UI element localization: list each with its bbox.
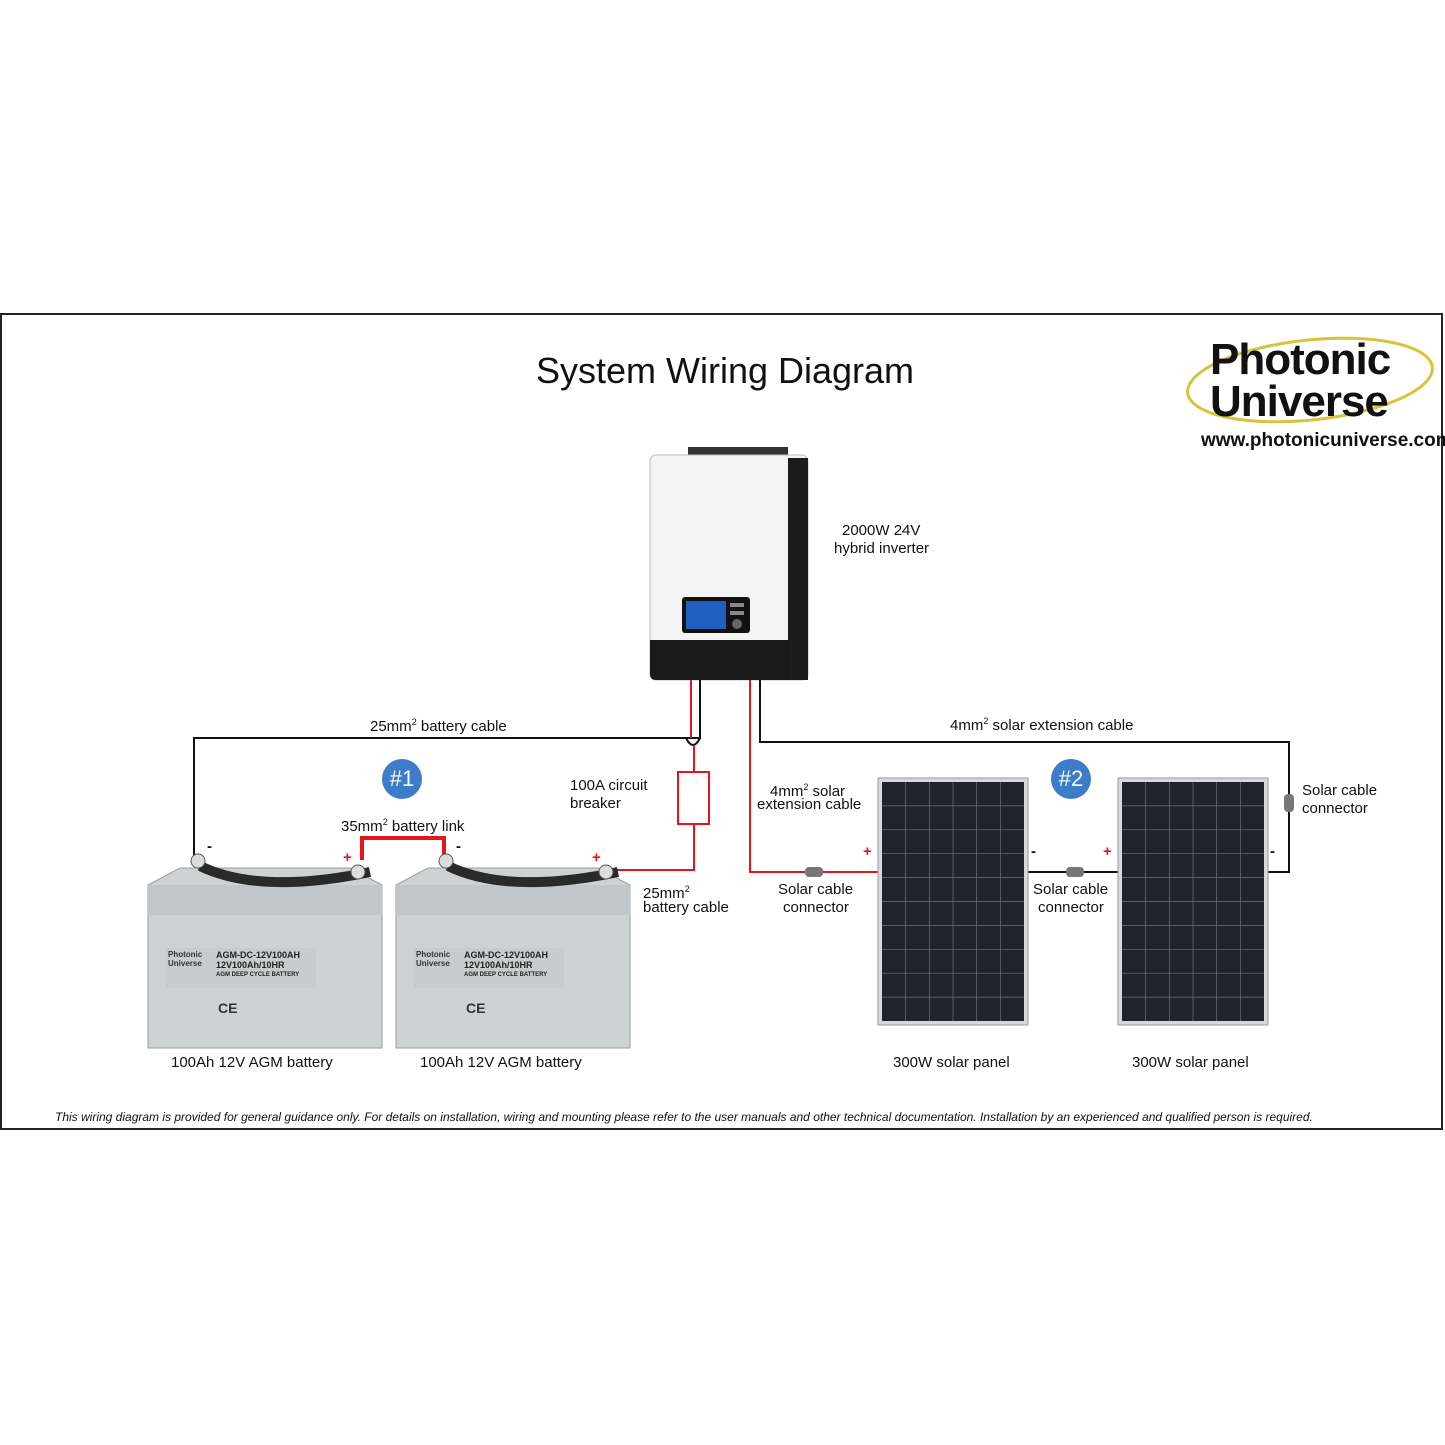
panel-1-minus-sign: - — [1031, 843, 1036, 860]
logo-ellipse — [1186, 336, 1434, 424]
badge-1: #1 — [382, 759, 422, 799]
hybrid-inverter — [649, 447, 809, 681]
battery-cable-top-label: 25mm2 battery cable — [370, 717, 507, 735]
connector-2-line2: connector — [1038, 899, 1104, 916]
solar-connectors — [805, 794, 1294, 877]
page-title: System Wiring Diagram — [535, 350, 915, 391]
logo-url: www.photonicuniverse.com — [1201, 430, 1445, 451]
solar-ext-top-label: 4mm2 solar extension cable — [950, 716, 1134, 734]
circuit-breaker — [677, 771, 710, 825]
battery-cable-right-line2: battery cable — [643, 899, 729, 916]
breaker-label-line1: 100A circuit — [570, 777, 648, 794]
battery-1-plus-sign: + — [343, 849, 352, 866]
connector-3-line1: Solar cable — [1302, 782, 1378, 799]
battery-2-minus-sign: - — [456, 838, 461, 855]
breaker-label-line2: breaker — [570, 795, 621, 812]
connector-1-line2: connector — [783, 899, 849, 916]
battery-2-ce-mark: CE — [466, 1000, 486, 1016]
badge-2: #2 — [1051, 759, 1091, 799]
battery-1-minus-sign: - — [207, 838, 212, 855]
connector-1-line1: Solar cable — [778, 881, 854, 898]
battery-2-label: 100Ah 12V AGM battery — [420, 1054, 582, 1071]
disclaimer-text: This wiring diagram is provided for gene… — [55, 1110, 1313, 1124]
panel-2-label: 300W solar panel — [1132, 1054, 1249, 1071]
solar-ext-left-line2: extension cable — [757, 796, 862, 813]
solar-ext-left-line1: 4mm2 solar — [770, 782, 846, 800]
solar-panel-cell-grid — [882, 782, 1264, 1021]
battery-1-body — [147, 853, 383, 1049]
positive-wiring — [360, 680, 880, 873]
panel-2-plus-sign: + — [1103, 843, 1112, 860]
battery-cable-right-line1: 25mm2 — [643, 884, 690, 902]
diagram-frame — [0, 313, 1443, 1130]
battery-1-ce-mark: CE — [218, 1000, 238, 1016]
battery-2-body — [395, 853, 631, 1049]
connector-3-line2: connector — [1302, 800, 1368, 817]
logo-line-1: Photonic — [1210, 335, 1391, 384]
battery-link-label: 35mm2 battery link — [341, 817, 465, 835]
connector-2-line1: Solar cable — [1033, 881, 1109, 898]
logo-line-2: Universe — [1210, 377, 1389, 426]
panel-2-minus-sign: - — [1270, 843, 1275, 860]
panel-1-label: 300W solar panel — [893, 1054, 1010, 1071]
battery-2-plus-sign: + — [592, 849, 601, 866]
inverter-label-line2: hybrid inverter — [834, 540, 930, 557]
battery-1-label: 100Ah 12V AGM battery — [171, 1054, 333, 1071]
inverter-label-line1: 2000W 24V — [842, 522, 921, 539]
panel-1-plus-sign: + — [863, 843, 872, 860]
